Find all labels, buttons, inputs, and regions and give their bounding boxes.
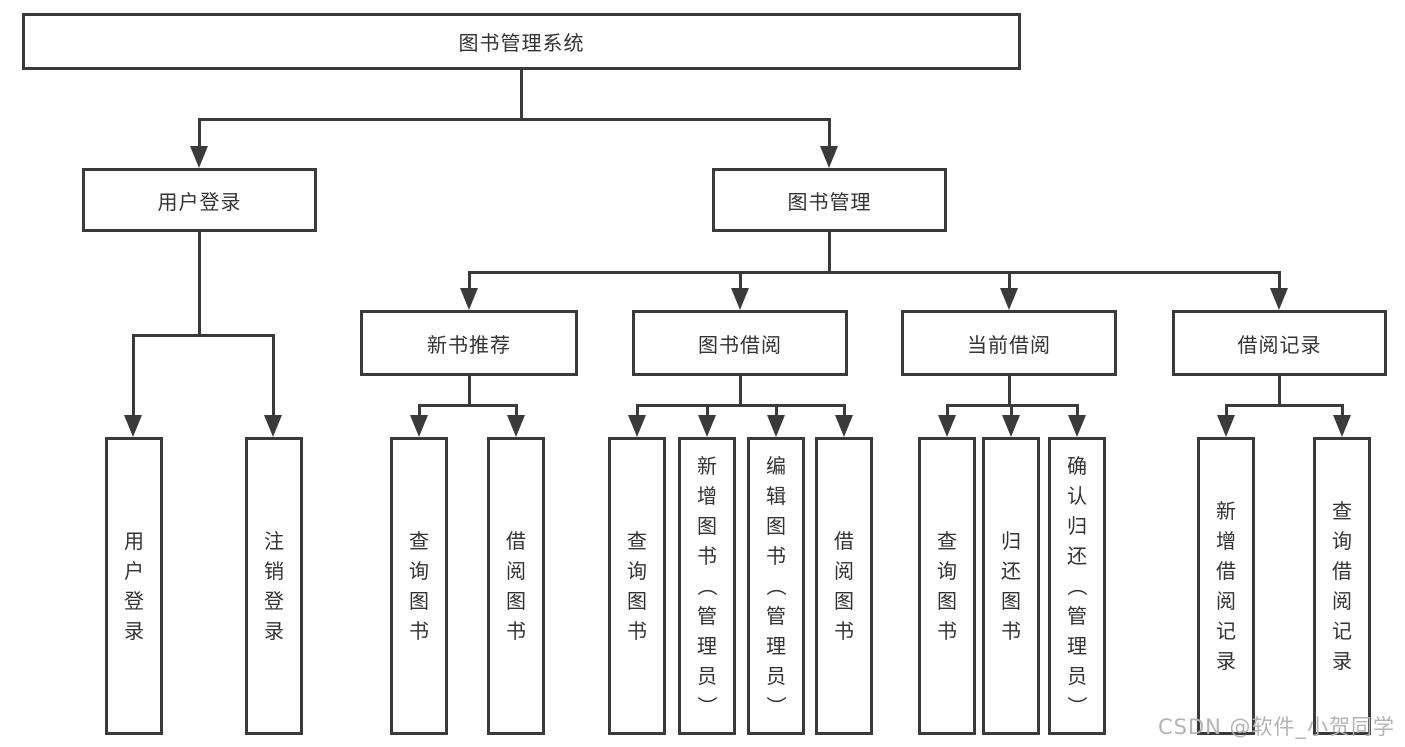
node-user-login: 用户登录 bbox=[82, 168, 317, 232]
arrowhead-down-icon bbox=[731, 288, 749, 310]
arrowhead-down-icon bbox=[628, 415, 646, 437]
connector-drop-user-login bbox=[198, 118, 201, 150]
arrowhead-down-icon bbox=[835, 415, 853, 437]
connector-g3-stem bbox=[1008, 376, 1011, 407]
connector-drop-book-borrow bbox=[739, 271, 742, 293]
arrowhead-down-icon bbox=[938, 415, 956, 437]
node-leaf-logout: 注销登录 bbox=[245, 437, 303, 735]
connector-drop-new-book bbox=[468, 271, 471, 293]
connector-g1-drop2 bbox=[515, 404, 518, 420]
node-leaf-borrowing-query-books: 查询图书 bbox=[608, 437, 666, 735]
connector-g3-drop1 bbox=[946, 404, 949, 420]
node-leaf-borrowing-borrow-books: 借阅图书 bbox=[815, 437, 873, 735]
arrowhead-down-icon bbox=[1002, 415, 1020, 437]
node-leaf-user-login: 用户登录 bbox=[105, 437, 163, 735]
node-leaf-confirm-return-admin: 确认归还（管理员） bbox=[1048, 437, 1106, 735]
node-leaf-return-books: 归还图书 bbox=[982, 437, 1040, 735]
connector-drop-leaf-login bbox=[132, 334, 135, 418]
connector-g2-drop2 bbox=[706, 404, 709, 420]
connector-root-stem bbox=[520, 69, 523, 120]
arrowhead-down-icon bbox=[820, 146, 838, 168]
node-leaf-current-query-books: 查询图书 bbox=[918, 437, 976, 735]
connector-g4-stem bbox=[1278, 376, 1281, 407]
arrowhead-down-icon bbox=[410, 415, 428, 437]
connector-g2-drop3 bbox=[775, 404, 778, 420]
node-book-management: 图书管理 bbox=[712, 168, 947, 232]
connector-drop-current-borrow bbox=[1008, 271, 1011, 293]
node-leaf-add-borrow-record: 新增借阅记录 bbox=[1197, 437, 1255, 735]
node-new-book-recommend: 新书推荐 bbox=[360, 310, 578, 376]
arrowhead-down-icon bbox=[1068, 415, 1086, 437]
arrowhead-down-icon bbox=[124, 415, 142, 437]
connector-g4-bus bbox=[1225, 404, 1343, 407]
connector-drop-book-mgmt bbox=[828, 118, 831, 150]
connector-user-login-bus bbox=[132, 334, 275, 337]
arrowhead-down-icon bbox=[264, 415, 282, 437]
connector-root-bus bbox=[198, 118, 831, 121]
arrowhead-down-icon bbox=[1217, 415, 1235, 437]
arrowhead-down-icon bbox=[507, 415, 525, 437]
connector-g2-stem bbox=[739, 376, 742, 407]
connector-g2-bus bbox=[636, 404, 845, 407]
connector-book-mgmt-stem bbox=[828, 232, 831, 274]
connector-g4-drop1 bbox=[1225, 404, 1228, 420]
node-leaf-add-books-admin: 新增图书（管理员） bbox=[678, 437, 736, 735]
connector-book-mgmt-bus bbox=[468, 271, 1281, 274]
connector-g1-stem bbox=[468, 376, 471, 407]
node-library-system: 图书管理系统 bbox=[22, 13, 1021, 70]
arrowhead-down-icon bbox=[1270, 288, 1288, 310]
connector-g1-drop1 bbox=[418, 404, 421, 420]
connector-g2-drop1 bbox=[636, 404, 639, 420]
arrowhead-down-icon bbox=[190, 146, 208, 168]
node-borrow-records: 借阅记录 bbox=[1172, 310, 1387, 376]
csdn-watermark: CSDN @软件_小贺同学 bbox=[1158, 715, 1396, 739]
arrowhead-down-icon bbox=[1000, 288, 1018, 310]
connector-user-login-stem bbox=[198, 232, 201, 337]
connector-g1-bus bbox=[418, 404, 517, 407]
arrowhead-down-icon bbox=[460, 288, 478, 310]
node-leaf-recommend-borrow-books: 借阅图书 bbox=[487, 437, 545, 735]
connector-drop-borrow-records bbox=[1278, 271, 1281, 293]
node-book-borrowing: 图书借阅 bbox=[632, 310, 848, 376]
arrowhead-down-icon bbox=[698, 415, 716, 437]
node-leaf-query-borrow-record: 查询借阅记录 bbox=[1313, 437, 1371, 735]
connector-g4-drop2 bbox=[1341, 404, 1344, 420]
arrowhead-down-icon bbox=[1333, 415, 1351, 437]
node-leaf-edit-books-admin: 编辑图书（管理员） bbox=[747, 437, 805, 735]
node-leaf-recommend-query-books: 查询图书 bbox=[390, 437, 448, 735]
arrowhead-down-icon bbox=[767, 415, 785, 437]
connector-g3-drop3 bbox=[1076, 404, 1079, 420]
node-current-borrowing: 当前借阅 bbox=[901, 310, 1117, 376]
connector-g2-drop4 bbox=[843, 404, 846, 420]
connector-g3-drop2 bbox=[1010, 404, 1013, 420]
connector-drop-leaf-logout bbox=[272, 334, 275, 418]
